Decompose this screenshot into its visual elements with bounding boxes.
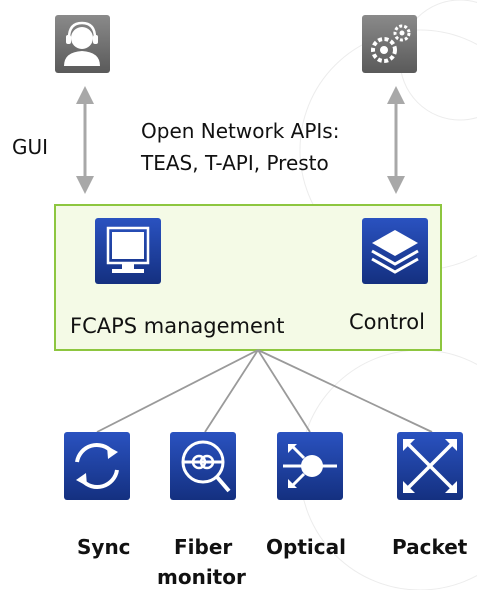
api-label-line1: Open Network APIs: — [141, 119, 339, 143]
fiber-label-line1: Fiber — [174, 535, 232, 559]
api-label-line2: TEAS, T-API, Presto — [140, 151, 329, 175]
gears-icon — [362, 15, 417, 73]
packet-icon — [397, 432, 463, 500]
optical-icon — [277, 432, 343, 500]
sync-icon — [64, 432, 130, 500]
control-label: Control — [349, 310, 425, 334]
connection-lines — [96, 349, 433, 433]
layers-icon — [362, 218, 428, 284]
fcaps-label: FCAPS management — [70, 314, 284, 338]
optical-label: Optical — [266, 535, 346, 559]
user-headset-icon — [55, 15, 110, 73]
fiber-label-line2: monitor — [157, 565, 246, 589]
packet-label: Packet — [392, 535, 468, 559]
sync-label: Sync — [77, 535, 131, 559]
monitor-icon — [95, 218, 161, 284]
fiber-monitor-icon — [170, 432, 236, 500]
gui-label: GUI — [12, 135, 48, 159]
